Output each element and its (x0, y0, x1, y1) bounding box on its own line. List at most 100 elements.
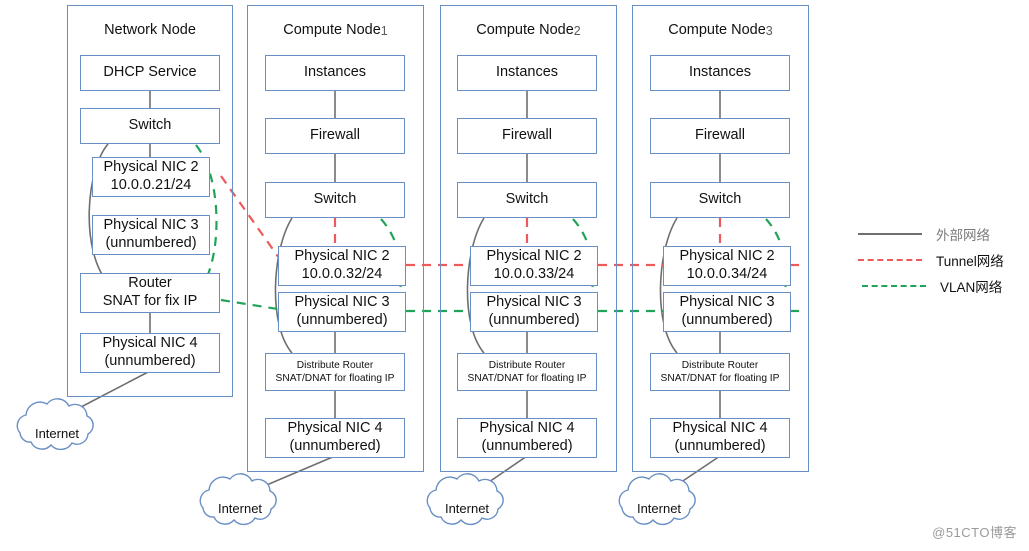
box-line-2: (unnumbered) (481, 438, 573, 454)
box-line-1: Distribute Router (488, 359, 566, 371)
compute-node-1-switch-box[interactable]: Switch (265, 182, 405, 218)
box-line-1: Distribute Router (681, 359, 759, 371)
legend-tunnel-network-label: Tunnel网络 (936, 254, 1004, 269)
internet-cloud-compute-2[interactable]: Internet (422, 480, 512, 536)
compute-node-1-title: Compute Node1 (247, 22, 424, 38)
box-line-2: (unnumbered) (674, 438, 766, 454)
compute-node-1-firewall-box[interactable]: Firewall (265, 118, 405, 154)
compute-node-2-switch-box[interactable]: Switch (457, 182, 597, 218)
legend-tunnel-network: Tunnel网络 (858, 250, 1004, 270)
compute-node-1-instances-box[interactable]: Instances (265, 55, 405, 91)
legend-tunnel-network-swatch (858, 259, 922, 261)
legend-vlan-network: VLAN网络 (862, 276, 1002, 296)
compute-node-2-instances-box[interactable]: Instances (457, 55, 597, 91)
box-line-1: Instances (303, 64, 367, 81)
compute-node-2-distribute-router-box[interactable]: Distribute Router SNAT/DNAT for floating… (457, 353, 597, 391)
network-node-title-text: Network Node (104, 22, 196, 38)
box-line-1: Physical NIC 4 (479, 420, 575, 437)
box-line-1: Physical NIC 4 (102, 335, 198, 352)
box-line-2: 10.0.0.33/24 (493, 266, 575, 282)
box-line-2: SNAT for fix IP (102, 293, 198, 309)
network-node-title: Network Node (67, 22, 233, 38)
compute-node-2-physical-nic-3-box[interactable]: Physical NIC 3 (unnumbered) (470, 292, 598, 332)
legend-external-network-swatch (858, 233, 922, 235)
box-line-1: Distribute Router (296, 359, 374, 371)
box-line-1: Instances (495, 64, 559, 81)
network-node-dhcp-service-box[interactable]: DHCP Service (80, 55, 220, 91)
box-line-1: Switch (128, 117, 172, 134)
box-line-2: (unnumbered) (104, 353, 196, 369)
box-line-2: SNAT/DNAT for floating IP (275, 373, 395, 384)
box-line-1: Switch (505, 191, 549, 208)
compute-node-3-firewall-box[interactable]: Firewall (650, 118, 790, 154)
network-node-switch-box[interactable]: Switch (80, 108, 220, 144)
compute-node-3-title: Compute Node3 (632, 22, 809, 38)
box-line-1: Instances (688, 64, 752, 81)
compute-node-3-title-text: Compute Node (668, 22, 766, 38)
box-line-2: (unnumbered) (289, 438, 381, 454)
compute-node-1-index: 1 (380, 24, 388, 38)
internet-cloud-compute-1[interactable]: Internet (195, 480, 285, 536)
network-node-physical-nic-4-box[interactable]: Physical NIC 4 (unnumbered) (80, 333, 220, 373)
watermark: @51CTO博客 (932, 525, 1017, 540)
compute-node-3-physical-nic-4-box[interactable]: Physical NIC 4 (unnumbered) (650, 418, 790, 458)
legend-vlan-network-label: VLAN网络 (940, 280, 1003, 295)
compute-node-2-container[interactable] (440, 5, 617, 472)
box-line-1: Physical NIC 2 (103, 159, 199, 176)
legend-vlan-network-swatch (862, 285, 926, 287)
legend: 外部网络 Tunnel网络 VLAN网络 (858, 220, 1023, 300)
box-line-1: Firewall (502, 127, 552, 144)
box-line-1: Switch (313, 191, 357, 208)
box-line-2: (unnumbered) (296, 312, 388, 328)
internet-cloud-label: Internet (217, 501, 263, 516)
legend-external-network-label: 外部网络 (936, 228, 990, 243)
compute-node-3-instances-box[interactable]: Instances (650, 55, 790, 91)
box-line-2: (unnumbered) (105, 235, 197, 251)
box-line-1: Physical NIC 3 (486, 294, 582, 311)
internet-cloud-compute-3[interactable]: Internet (614, 480, 704, 536)
box-line-1: Router (128, 275, 172, 292)
box-line-1: Physical NIC 3 (679, 294, 775, 311)
compute-node-1-distribute-router-box[interactable]: Distribute Router SNAT/DNAT for floating… (265, 353, 405, 391)
network-node-physical-nic-3-box[interactable]: Physical NIC 3 (unnumbered) (92, 215, 210, 255)
compute-node-1-physical-nic-4-box[interactable]: Physical NIC 4 (unnumbered) (265, 418, 405, 458)
compute-node-1-container[interactable] (247, 5, 424, 472)
network-node-router-box[interactable]: Router SNAT for fix IP (80, 273, 220, 313)
box-line-1: Firewall (695, 127, 745, 144)
compute-node-3-physical-nic-3-box[interactable]: Physical NIC 3 (unnumbered) (663, 292, 791, 332)
internet-cloud-network-node[interactable]: Internet (12, 405, 102, 461)
compute-node-2-firewall-box[interactable]: Firewall (457, 118, 597, 154)
compute-node-1-physical-nic-3-box[interactable]: Physical NIC 3 (unnumbered) (278, 292, 406, 332)
compute-node-3-container[interactable] (632, 5, 809, 472)
box-line-2: SNAT/DNAT for floating IP (467, 373, 587, 384)
box-line-1: Physical NIC 4 (672, 420, 768, 437)
network-node-physical-nic-2-box[interactable]: Physical NIC 2 10.0.0.21/24 (92, 157, 210, 197)
box-line-2: 10.0.0.34/24 (686, 266, 768, 282)
box-line-2: SNAT/DNAT for floating IP (660, 373, 780, 384)
box-line-2: (unnumbered) (681, 312, 773, 328)
compute-node-1-physical-nic-2-box[interactable]: Physical NIC 2 10.0.0.32/24 (278, 246, 406, 286)
box-line-1: Physical NIC 3 (294, 294, 390, 311)
compute-node-2-title: Compute Node2 (440, 22, 617, 38)
compute-node-3-switch-box[interactable]: Switch (650, 182, 790, 218)
box-line-2: (unnumbered) (488, 312, 580, 328)
box-line-2: 10.0.0.32/24 (301, 266, 383, 282)
compute-node-3-physical-nic-2-box[interactable]: Physical NIC 2 10.0.0.34/24 (663, 246, 791, 286)
box-line-1: Firewall (310, 127, 360, 144)
network-node-container[interactable] (67, 5, 233, 397)
box-line-1: Physical NIC 3 (103, 217, 199, 234)
box-line-2: 10.0.0.21/24 (110, 177, 192, 193)
compute-node-2-index: 2 (573, 24, 581, 38)
box-line-1: Physical NIC 2 (486, 248, 582, 265)
compute-node-2-title-text: Compute Node (476, 22, 574, 38)
box-line-1: DHCP Service (103, 64, 197, 81)
compute-node-3-distribute-router-box[interactable]: Distribute Router SNAT/DNAT for floating… (650, 353, 790, 391)
box-line-1: Physical NIC 2 (679, 248, 775, 265)
internet-cloud-label: Internet (444, 501, 490, 516)
compute-node-2-physical-nic-4-box[interactable]: Physical NIC 4 (unnumbered) (457, 418, 597, 458)
compute-node-2-physical-nic-2-box[interactable]: Physical NIC 2 10.0.0.33/24 (470, 246, 598, 286)
internet-cloud-label: Internet (636, 501, 682, 516)
legend-external-network: 外部网络 (858, 224, 990, 244)
box-line-1: Switch (698, 191, 742, 208)
